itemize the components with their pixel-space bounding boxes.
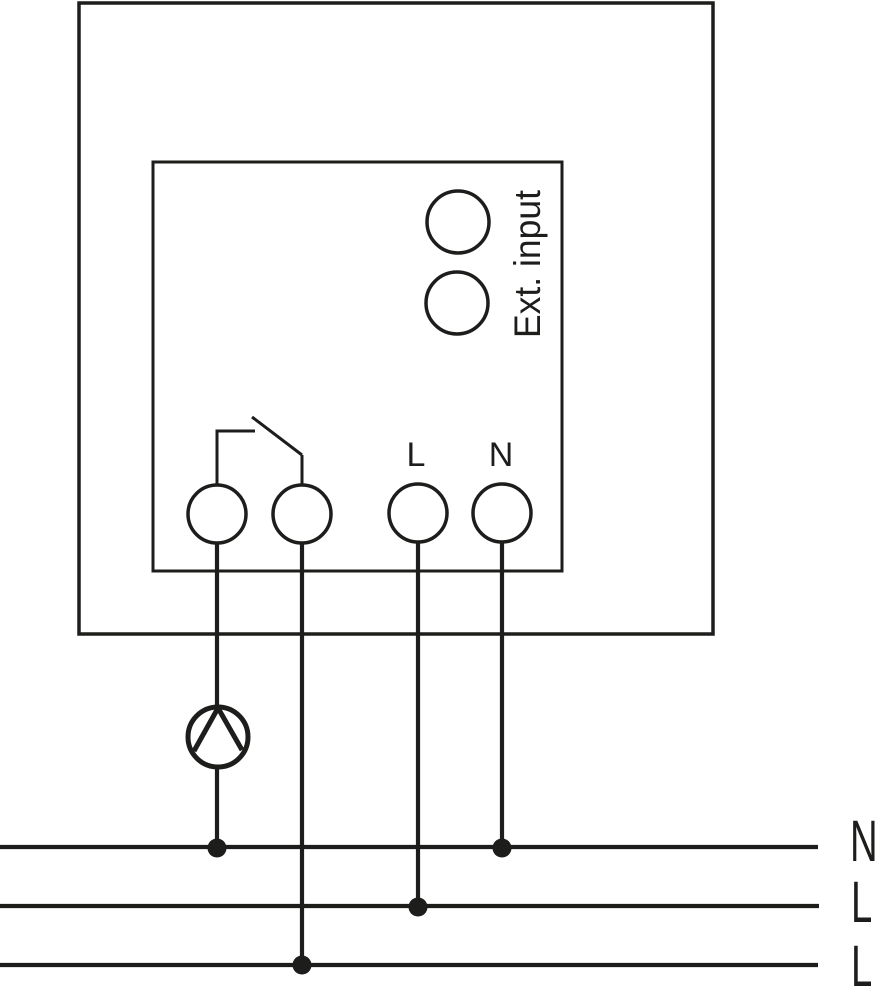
pump-circle — [185, 704, 251, 770]
terminal-l-label: L — [407, 436, 426, 474]
pump-icon — [185, 702, 251, 770]
ext-input-label: Ext. input — [507, 189, 548, 338]
junction-dot-n-neutral — [492, 838, 512, 858]
junction-dot-relay-live2 — [292, 955, 312, 975]
bus-label-live-2: L — [851, 935, 872, 999]
ext-input-terminal-1 — [425, 189, 491, 255]
bus-label-neutral: N — [850, 810, 878, 874]
relay-blade-line — [251, 415, 303, 457]
relay-contact-icon — [215, 415, 304, 486]
junction-dot-l-live1 — [408, 897, 428, 917]
relay-output-terminal-2 — [271, 483, 333, 545]
terminal-n-label: N — [489, 436, 514, 474]
junction-dot-pump-neutral — [207, 838, 227, 858]
relay-output-terminal-1 — [186, 483, 248, 545]
terminal-l — [387, 482, 449, 544]
bus-label-live-1: L — [851, 871, 872, 935]
terminal-n — [471, 482, 533, 544]
relay-fixed-contact-line — [215, 429, 255, 486]
pump-triangle — [191, 702, 245, 753]
ext-input-terminal-2 — [424, 270, 490, 336]
device-enclosure-box — [77, 1, 715, 636]
terminal-module-box — [151, 160, 564, 573]
